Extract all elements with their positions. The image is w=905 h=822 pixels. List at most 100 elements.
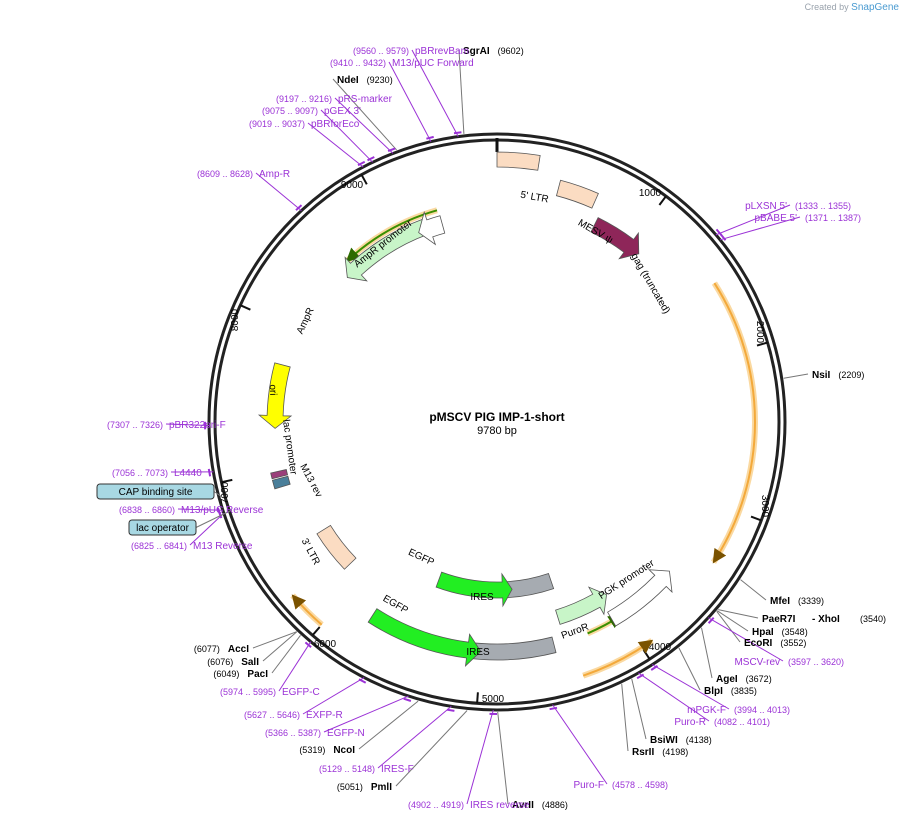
primer-name[interactable]: EGFP-C bbox=[282, 687, 320, 698]
primer-name[interactable]: pBABE 5' bbox=[755, 213, 798, 224]
feature-ampr[interactable] bbox=[344, 218, 429, 282]
enzyme-name[interactable]: BsiWI bbox=[650, 735, 678, 746]
primer-name[interactable]: pBRforEco bbox=[311, 119, 360, 130]
enzyme-name[interactable]: MfeI bbox=[770, 596, 790, 607]
primer-name[interactable]: mPGK-F bbox=[687, 705, 726, 716]
feature-m13-rev[interactable] bbox=[270, 469, 289, 480]
primer-name[interactable]: pBR322ori-F bbox=[169, 420, 226, 431]
enzyme-name[interactable]: SgrAI bbox=[463, 46, 490, 57]
enzyme-leader bbox=[783, 373, 809, 379]
enzyme-name[interactable]: EcoRI bbox=[744, 638, 773, 649]
primer-leader bbox=[638, 672, 710, 722]
feature-lac-promoter[interactable] bbox=[271, 475, 291, 490]
primer-name[interactable]: Puro-F bbox=[573, 780, 604, 791]
feature-egfp-1[interactable] bbox=[435, 571, 513, 608]
primer-position: (4578 .. 4598) bbox=[612, 780, 668, 790]
enzyme-leader bbox=[395, 710, 468, 787]
feature-5-ltr[interactable] bbox=[496, 151, 541, 171]
cds-arc-ampr[interactable] bbox=[345, 209, 438, 263]
enzyme-position: (4886) bbox=[542, 800, 568, 810]
enzyme-name[interactable]: - XhoI bbox=[812, 614, 840, 625]
feature-label: M13 rev bbox=[297, 462, 324, 499]
enzyme-name[interactable]: AccI bbox=[228, 644, 249, 655]
primer-mark bbox=[387, 147, 396, 153]
enzyme-leader bbox=[497, 711, 509, 805]
enzyme-name[interactable]: NcoI bbox=[333, 745, 355, 756]
primer-name[interactable]: M13/pUC Forward bbox=[392, 58, 474, 69]
scale-tick bbox=[221, 478, 233, 484]
enzyme-name[interactable]: SalI bbox=[241, 657, 259, 668]
primer-name[interactable]: EXFP-R bbox=[306, 710, 343, 721]
primer-leader bbox=[165, 423, 210, 426]
primer-leader bbox=[466, 709, 494, 805]
enzyme-name[interactable]: HpaI bbox=[752, 627, 774, 638]
primer-name[interactable]: pLXSN 5' bbox=[745, 201, 787, 212]
boxed-feature[interactable] bbox=[128, 519, 197, 536]
enzyme-name[interactable]: PaeR7I bbox=[762, 614, 796, 625]
enzyme-leader bbox=[716, 610, 749, 632]
cds-arc-egfp[interactable] bbox=[291, 594, 323, 626]
boxed-feature-leader bbox=[195, 509, 233, 528]
primer-name[interactable]: IRES-F bbox=[381, 764, 414, 775]
primer-position: (7307 .. 7326) bbox=[107, 420, 163, 430]
cds-arc-gag[interactable] bbox=[712, 282, 756, 564]
primer-mark bbox=[357, 160, 366, 167]
primer-name[interactable]: MSCV-rev bbox=[734, 657, 780, 668]
enzyme-name[interactable]: PmlI bbox=[371, 782, 392, 793]
feature-egfp-2[interactable] bbox=[367, 608, 482, 668]
enzyme-name[interactable]: AgeI bbox=[716, 674, 738, 685]
feature-label: AmpR bbox=[295, 306, 317, 336]
enzyme-name[interactable]: NsiI bbox=[812, 370, 831, 381]
feature-label: IRES bbox=[466, 647, 490, 658]
primer-name[interactable]: pRS-marker bbox=[338, 94, 393, 105]
primer-name[interactable]: pGEX 3' bbox=[324, 106, 361, 117]
feature-label: lac promoter bbox=[280, 419, 299, 476]
enzyme-leader bbox=[716, 610, 741, 643]
boxed-feature-leader bbox=[213, 491, 223, 498]
enzyme-name[interactable]: RsrII bbox=[632, 747, 654, 758]
primer-position: (5129 .. 5148) bbox=[319, 764, 375, 774]
boxed-feature[interactable] bbox=[96, 483, 215, 500]
feature-gag-truncated[interactable] bbox=[590, 217, 640, 260]
primer-name[interactable]: pBRrevBam bbox=[415, 46, 469, 57]
primer-name[interactable]: M13 Reverse bbox=[193, 541, 253, 552]
enzyme-leader bbox=[358, 700, 419, 750]
feature-label: EGFP bbox=[406, 547, 436, 569]
plasmid-name: pMSCV PIG IMP-1-short bbox=[429, 410, 564, 424]
enzyme-name[interactable]: AvrII bbox=[512, 800, 534, 811]
primer-position: (1371 .. 1387) bbox=[805, 213, 861, 223]
enzyme-position: (4138) bbox=[686, 735, 712, 745]
feature-pgk-promoter[interactable] bbox=[607, 569, 673, 627]
primer-leader bbox=[651, 664, 730, 710]
scale-tick bbox=[360, 174, 368, 185]
primer-leader bbox=[177, 508, 223, 511]
feature-mesv-psi[interactable] bbox=[555, 179, 599, 209]
primer-name[interactable]: M13/pUC Reverse bbox=[181, 505, 264, 516]
enzyme-leader bbox=[458, 49, 465, 134]
feature-3-ltr[interactable] bbox=[316, 524, 357, 570]
enzyme-name[interactable]: BlpI bbox=[704, 686, 723, 697]
primer-leader bbox=[334, 97, 394, 154]
enzyme-position: (2209) bbox=[838, 370, 864, 380]
feature-ori[interactable] bbox=[257, 362, 293, 429]
primer-name[interactable]: Amp-R bbox=[259, 169, 290, 180]
enzyme-position: (3548) bbox=[782, 627, 808, 637]
enzyme-leader bbox=[271, 634, 301, 674]
primer-name[interactable]: Puro-R bbox=[674, 717, 706, 728]
primer-position: (1333 .. 1355) bbox=[795, 201, 851, 211]
primer-name[interactable]: IRES reverse bbox=[470, 800, 530, 811]
primer-name[interactable]: L4440 bbox=[174, 468, 202, 479]
primer-name[interactable]: EGFP-N bbox=[327, 728, 365, 739]
primer-position: (8609 .. 8628) bbox=[197, 169, 253, 179]
feature-ampr-promoter[interactable] bbox=[418, 210, 446, 246]
primer-position: (9560 .. 9579) bbox=[353, 46, 409, 56]
primer-mark bbox=[650, 665, 659, 671]
primer-position: (7056 .. 7073) bbox=[112, 468, 168, 478]
scale-tick bbox=[476, 692, 479, 704]
scale-tick bbox=[750, 515, 762, 522]
enzyme-name[interactable]: PacI bbox=[247, 669, 268, 680]
enzyme-name[interactable]: NdeI bbox=[337, 75, 359, 86]
feature-puror[interactable] bbox=[555, 586, 607, 625]
cds-arc-puro[interactable] bbox=[582, 639, 654, 677]
primer-mark bbox=[446, 708, 455, 712]
